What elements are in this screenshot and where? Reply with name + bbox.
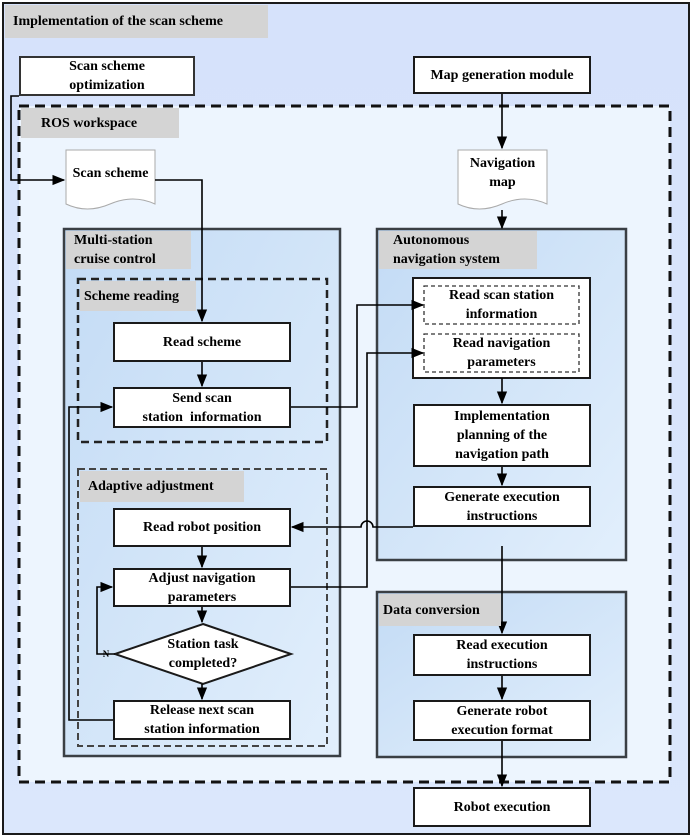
adaptive-area [77,468,328,747]
scan-scheme-doc [65,149,156,210]
read-scan-station-info: Read scan station information [448,288,554,322]
scheme-reading-label: Scheme reading [80,281,196,311]
yes-label: Y [198,686,206,696]
conn-release-send [68,401,114,721]
station-task-completed-label: Station task completed? [167,637,239,671]
map-generation-module-box: Map generation module [413,56,591,94]
scan-scheme-optimization-box: Scan scheme optimization [19,56,195,96]
multi-station-label: Multi-station cruise control [66,231,191,269]
conn-send-readinfo [291,299,425,408]
conn-adjust-navparams [291,347,425,588]
diagram-title: Implementation of the scan scheme [5,5,268,38]
conn-diamond-no [96,581,115,655]
nav-map-doc [457,149,548,210]
implementation-planning-box: Implementation planning of the navigatio… [413,404,591,467]
no-label: N [102,649,110,659]
adaptive-label: Adaptive adjustment [80,471,244,502]
ros-workspace-label: ROS workspace [21,108,179,138]
conn-scheme-read [155,179,208,323]
read-execution-instructions-box: Read execution instructions [413,634,591,676]
conn-opt-scheme [10,95,66,186]
autonomous-label: Autonomous navigation system [379,231,537,269]
adjust-navigation-parameters-box: Adjust navigation parameters [113,568,291,607]
robot-execution-box: Robot execution [413,787,591,827]
conn-gen-robotpos [290,520,413,533]
data-conversion-label: Data conversion [379,594,501,626]
read-robot-position-box: Read robot position [113,508,291,547]
generate-execution-instructions-box: Generate execution instructions [413,486,591,527]
generate-robot-execution-box: Generate robot execution format [413,700,591,741]
scan-scheme-doc-label: Scan scheme [72,165,149,181]
send-scan-station-box: Send scan station information [113,387,291,428]
release-next-scan-box: Release next scan station information [113,700,291,740]
read-info-group [412,277,591,379]
station-task-diamond [111,622,295,686]
read-scheme-box: Read scheme [113,322,291,362]
nav-map-doc-label: Navigation map [469,156,536,190]
read-navigation-parameters: Read navigation parameters [452,336,551,370]
